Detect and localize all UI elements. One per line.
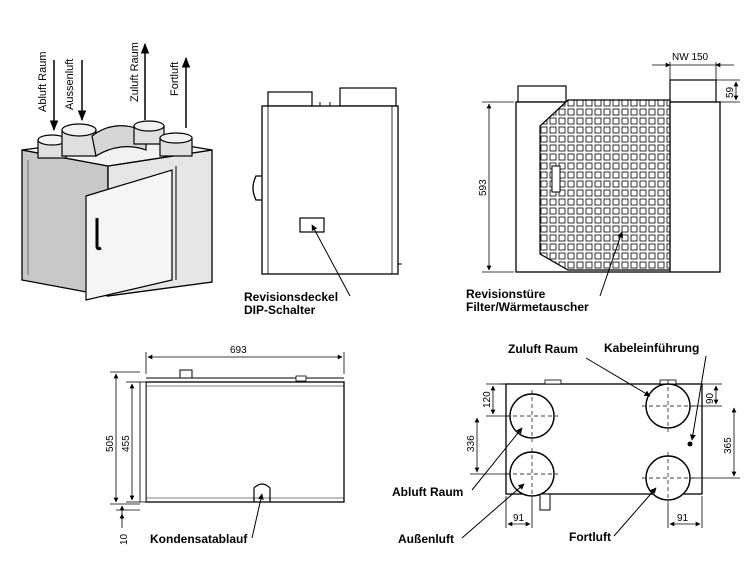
dim-455: 455	[121, 435, 132, 452]
label-abluft-raum: Abluft Raum	[37, 51, 49, 112]
connection-view: Zuluft Raum Kabeleinführung	[392, 341, 740, 546]
callout-revisionsdeckel: Revisionsdeckel	[244, 290, 338, 304]
duct-port-abluft	[506, 390, 558, 442]
label-aussenluft: Aussenluft	[64, 59, 76, 110]
dim-nw150: NW 150	[672, 52, 709, 63]
dim-593: 593	[478, 179, 489, 196]
side-housing	[261, 105, 399, 275]
abluft-leader	[471, 427, 523, 491]
label-zuluft-raum-bottom: Zuluft Raum	[508, 342, 578, 356]
label-fortluft: Fortluft	[169, 62, 181, 96]
fortluft-leader	[613, 487, 657, 537]
revisionsdeckel-leader	[311, 224, 351, 297]
dim-120: 120	[482, 391, 493, 408]
side-view: Revisionsdeckel DIP-Schalter	[244, 87, 402, 317]
plan-housing	[145, 381, 345, 503]
label-zuluft-raum: Zuluft Raum	[129, 42, 141, 102]
callout-filter-waermetauscher: Filter/Wärmetauscher	[466, 300, 589, 314]
plan-view: 693 505 455 10 Kondensatablauf	[105, 345, 345, 546]
dim-90: 90	[705, 392, 716, 404]
dim-505: 505	[105, 435, 116, 452]
dim-91-right: 91	[677, 513, 689, 524]
dim-91-left: 91	[513, 513, 525, 524]
callout-revisionstuere: Revisionstüre	[466, 287, 546, 301]
label-aussenluft-bottom: Außenluft	[398, 532, 454, 546]
door-handle	[95, 218, 102, 251]
dim-10: 10	[119, 533, 130, 545]
front-view: 593 NW 150 59 Revisionstüre Filter/Wärme…	[466, 52, 740, 314]
callout-dip-schalter: DIP-Schalter	[244, 303, 316, 317]
bottom-drain-stub	[539, 493, 551, 511]
dim-693: 693	[230, 345, 247, 356]
dim-336: 336	[466, 435, 477, 452]
zuluft-leader	[585, 357, 651, 397]
iso-door	[85, 169, 173, 301]
dim-365: 365	[723, 437, 734, 454]
callout-kondensatablauf: Kondensatablauf	[150, 532, 248, 546]
kabel-leader	[689, 355, 707, 441]
label-fortluft-bottom: Fortluft	[569, 530, 611, 544]
isometric-view: Abluft Raum Aussenluft Zuluft Raum Fortl…	[21, 42, 213, 301]
kondensat-outlet	[253, 483, 271, 502]
iso-ducts	[37, 120, 193, 159]
kabel-entry-dot	[687, 441, 693, 447]
aussenluft-leader	[461, 483, 525, 539]
label-kabeleinfuehrung: Kabeleinführung	[604, 341, 699, 355]
kondensat-leader	[251, 493, 264, 539]
label-abluft-raum-bottom: Abluft Raum	[392, 485, 463, 499]
dim-59: 59	[725, 86, 736, 98]
revisionstuere-leader	[599, 231, 624, 297]
side-handle	[252, 175, 262, 201]
